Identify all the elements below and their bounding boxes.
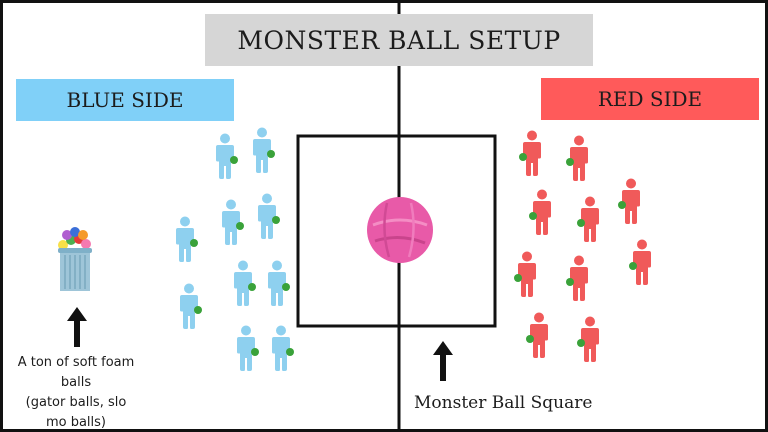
red-team (514, 130, 651, 362)
red-player-icon (514, 251, 536, 297)
arrow-up-icon (67, 307, 87, 347)
title-banner: MONSTER BALL SETUP (205, 14, 593, 66)
blue-side-label: BLUE SIDE (66, 88, 184, 112)
page-title: MONSTER BALL SETUP (237, 25, 561, 55)
foam-ball-icon (236, 222, 244, 230)
blue-player-icon (237, 325, 259, 371)
foam-ball-icon (577, 339, 585, 347)
blue-team (176, 127, 294, 371)
blue-player-icon (180, 283, 202, 329)
monster-ball-icon (367, 197, 433, 263)
trash-can-icon (58, 227, 92, 291)
red-side-banner: RED SIDE (541, 78, 759, 120)
blue-player-icon (234, 260, 256, 306)
arrow-up-icon (433, 341, 453, 381)
foam-ball-icon (566, 158, 574, 166)
foam-ball-icon (577, 219, 585, 227)
foam-balls-caption-line1: A ton of soft foam balls (17, 355, 135, 390)
foam-ball-icon (566, 278, 574, 286)
blue-side-banner: BLUE SIDE (16, 79, 234, 121)
red-player-icon (618, 178, 640, 224)
blue-player-icon (176, 216, 198, 262)
foam-balls-caption-line2: (gator balls, slo mo balls) (25, 395, 127, 430)
foam-ball-icon (251, 348, 259, 356)
blue-player-icon (253, 127, 275, 173)
foam-balls-caption: A ton of soft foam balls (gator balls, s… (17, 353, 135, 430)
foam-ball-icon (519, 153, 527, 161)
foam-ball-icon (629, 262, 637, 270)
monster-ball-square (296, 134, 497, 328)
red-player-icon (566, 255, 588, 301)
foam-ball-icon (618, 201, 626, 209)
blue-player-icon (216, 133, 238, 179)
red-side-label: RED SIDE (597, 87, 703, 111)
blue-player-icon (272, 325, 294, 371)
foam-ball-icon (230, 156, 238, 164)
foam-ball-icon (248, 283, 256, 291)
monster-ball-square-caption: Monster Ball Square (414, 393, 593, 413)
foam-ball-icon (194, 306, 202, 314)
foam-ball-icon (529, 212, 537, 220)
foam-ball-icon (267, 150, 275, 158)
red-player-icon (566, 135, 588, 181)
foam-ball-icon (190, 239, 198, 247)
red-player-icon (526, 312, 548, 358)
red-player-icon (519, 130, 541, 176)
red-player-icon (577, 196, 599, 242)
foam-ball-icon (286, 348, 294, 356)
blue-player-icon (222, 199, 244, 245)
foam-ball-icon (526, 335, 534, 343)
foam-ball-icon (514, 274, 522, 282)
blue-player-icon (258, 193, 280, 239)
blue-player-icon (268, 260, 290, 306)
foam-ball-icon (272, 216, 280, 224)
foam-ball-icon (282, 283, 290, 291)
red-player-icon (577, 316, 599, 362)
red-player-icon (629, 239, 651, 285)
red-player-icon (529, 189, 551, 235)
playing-field (58, 3, 651, 429)
